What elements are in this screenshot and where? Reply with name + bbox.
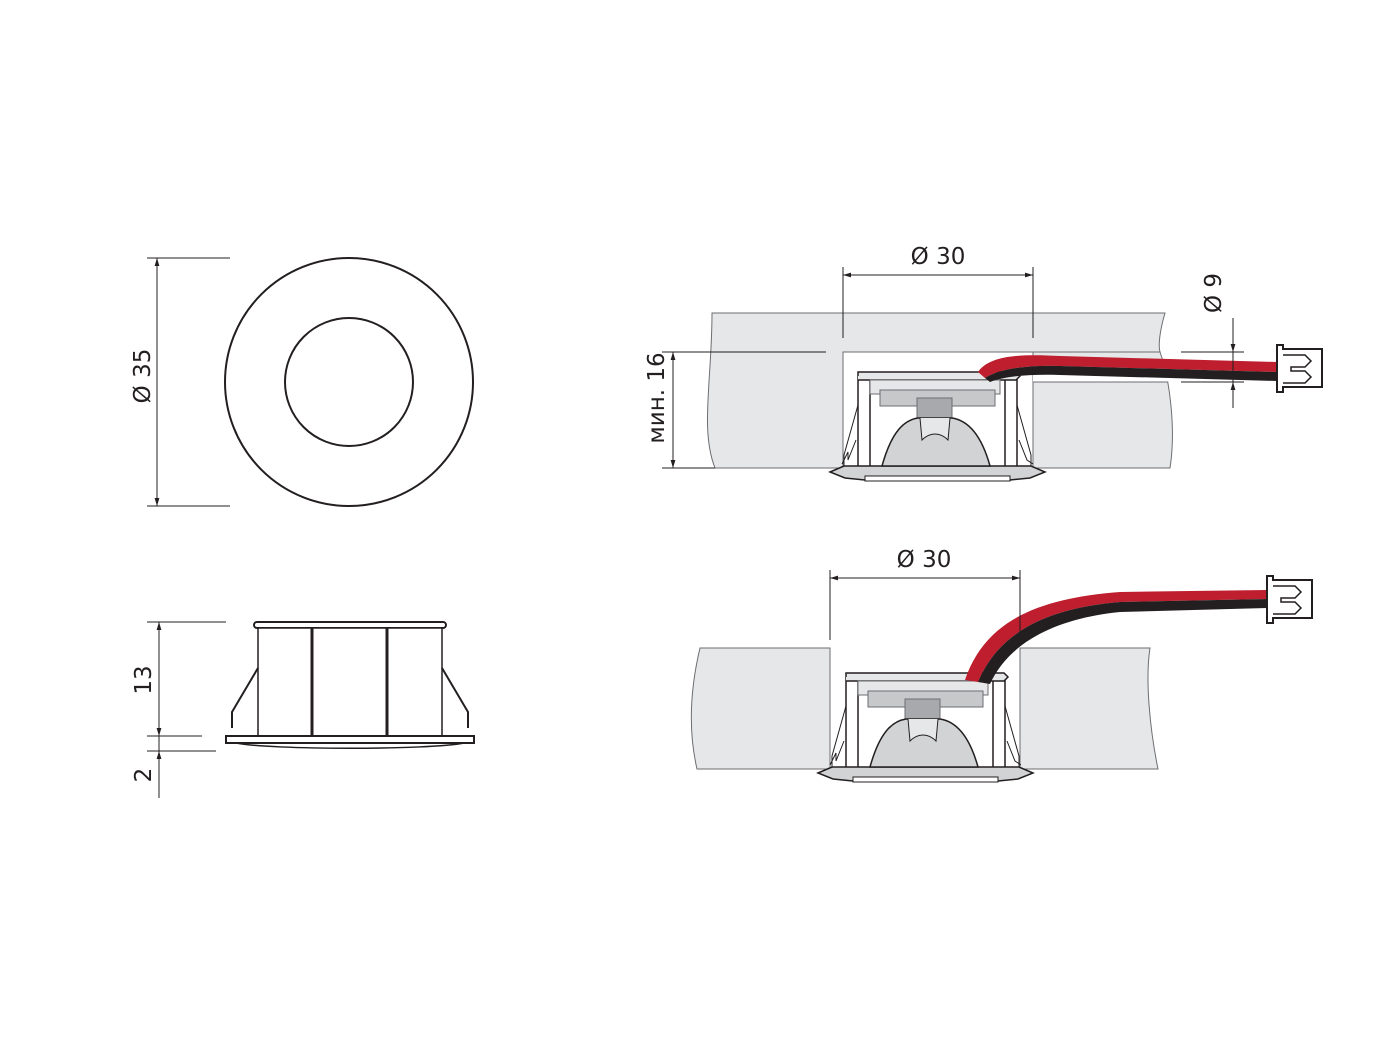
side-view: 13 2 bbox=[131, 621, 475, 798]
connector-icon bbox=[1276, 344, 1323, 393]
installed-view-bottom: Ø 30 bbox=[690, 547, 1313, 783]
installed-view-top: Ø 30 мин. 16 Ø 9 bbox=[644, 244, 1323, 482]
cutout-label-bottom: Ø 30 bbox=[897, 547, 952, 573]
flange-label: 2 bbox=[131, 768, 157, 783]
min-thickness-label: мин. 16 bbox=[644, 352, 670, 443]
outer-rim bbox=[224, 257, 474, 507]
red-wire bbox=[965, 590, 1267, 682]
height-label: 13 bbox=[131, 665, 157, 694]
lens-opening bbox=[284, 317, 414, 447]
red-wire bbox=[978, 355, 1277, 378]
connector-icon bbox=[1266, 575, 1313, 624]
black-wire bbox=[978, 599, 1267, 684]
cable-hole-label: Ø 9 bbox=[1201, 273, 1227, 313]
diameter-label: Ø 35 bbox=[130, 349, 156, 404]
front-view: Ø 35 bbox=[130, 257, 474, 507]
black-wire bbox=[985, 365, 1277, 382]
cutout-label-top: Ø 30 bbox=[911, 244, 966, 270]
